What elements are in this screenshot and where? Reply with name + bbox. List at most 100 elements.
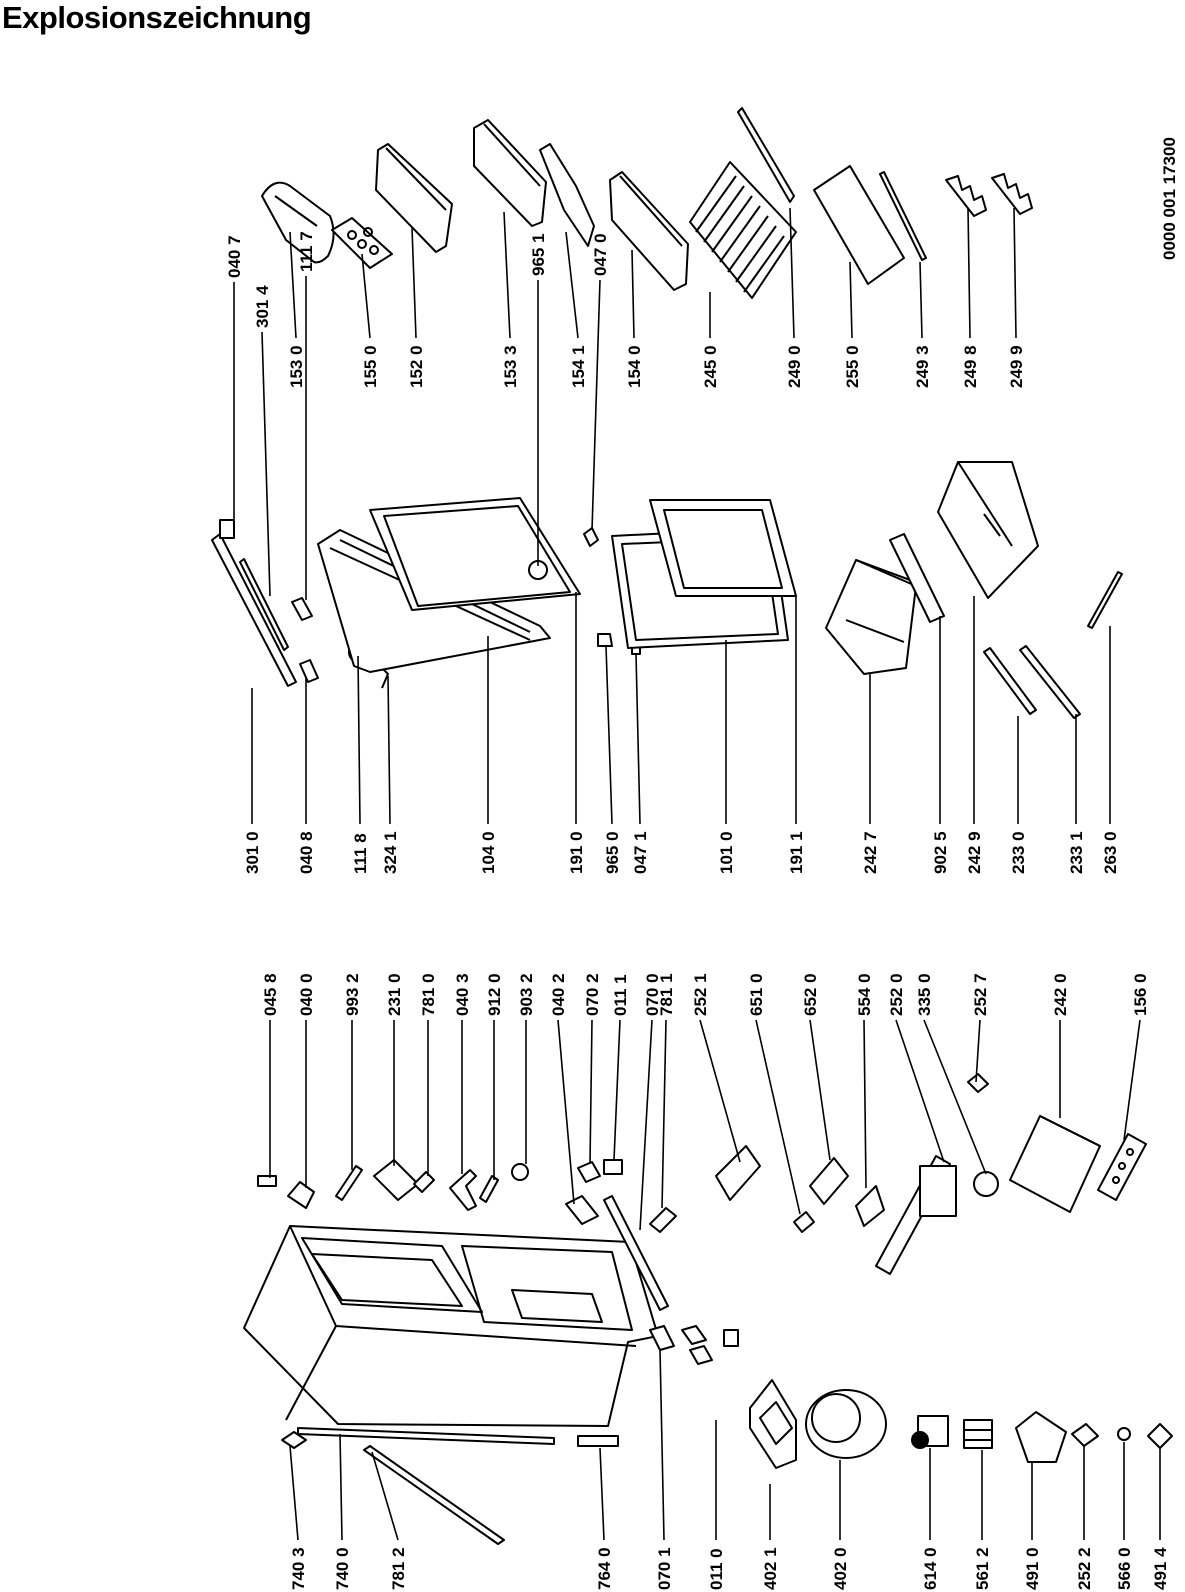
part-label-gasket: 191 1 <box>787 831 806 874</box>
leader-line-shelf-support-right <box>1013 207 1017 339</box>
thermostat-drawing <box>855 1185 885 1227</box>
part-label-screw: 993 2 <box>343 973 362 1016</box>
foot-cover-drawing <box>649 1325 675 1351</box>
part-label-door-stop: 965 1 <box>529 233 548 276</box>
part-label-thermostat: 554 0 <box>855 973 874 1016</box>
part-label-door-panel: 104 0 <box>479 831 498 874</box>
leader-line-thermostat <box>863 1019 867 1189</box>
cabinet-body-drawing <box>243 1225 659 1427</box>
page-title: Explosionszeichnung <box>2 0 312 35</box>
part-label-drier: 764 0 <box>595 1547 614 1590</box>
leader-line-foot-cover <box>659 1349 665 1541</box>
part-label-bottle-shelf: 154 0 <box>625 345 644 388</box>
bolt-drawing <box>413 1171 435 1193</box>
leader-line-egg-tray <box>361 253 371 339</box>
part-label-hinge-cover: 040 7 <box>225 235 244 278</box>
leader-line-foot-bracket <box>589 1019 593 1165</box>
part-label-handle: 301 0 <box>243 831 262 874</box>
part-label-door-gasket: 191 0 <box>567 831 586 874</box>
part-label-cover-cap: 040 8 <box>297 831 316 874</box>
rail-right-drawing <box>1019 645 1081 719</box>
part-label-handle-strip: 301 4 <box>253 285 272 328</box>
leader-line-shelf-rail <box>789 207 795 339</box>
hinge-cover-drawing <box>219 519 235 539</box>
part-label-rail-right: 233 1 <box>1067 831 1086 874</box>
part-label-cover-strip: 263 0 <box>1101 831 1120 874</box>
starter-drawing <box>963 1419 993 1449</box>
leader-line-door-bin <box>411 227 417 339</box>
part-label-lamp: 651 0 <box>747 973 766 1016</box>
clamp-drawing <box>1117 1427 1131 1441</box>
part-label-drip-tray: 402 1 <box>761 1547 780 1590</box>
part-label-foot-cover: 070 1 <box>655 1547 674 1590</box>
part-label-rail-left: 233 0 <box>1009 831 1028 874</box>
leader-line-foot <box>613 1019 621 1161</box>
leader-line-lamp <box>755 1019 801 1215</box>
part-label-vegetable-drawer: 242 9 <box>965 831 984 874</box>
leader-line-control-panel <box>895 1019 945 1163</box>
handle-drawing <box>211 533 297 687</box>
part-label-hinge-pin: 047 0 <box>591 233 610 276</box>
hinge-top-drawing <box>287 1181 315 1209</box>
screw-drawing <box>335 1165 363 1201</box>
drier-drawing <box>577 1435 619 1447</box>
part-label-ice-tray: 156 0 <box>1131 973 1150 1016</box>
part-label-relay: 614 0 <box>921 1547 940 1590</box>
screw-2-drawing <box>479 1175 499 1203</box>
door-bin-curved-drawing <box>261 181 335 264</box>
glass-shelf-drawing <box>813 165 905 285</box>
part-label-foot: 011 1 <box>611 974 630 1016</box>
part-drawings <box>211 107 1173 1545</box>
leader-line-hinge-pin <box>591 279 601 531</box>
leader-line-condenser <box>339 1433 343 1541</box>
door-gasket-drawing <box>369 497 581 611</box>
door-bin-small-drawing <box>473 119 547 227</box>
part-label-control-panel: 252 0 <box>887 973 906 1016</box>
stop-button-drawing <box>597 633 613 647</box>
foot-bracket-drawing <box>577 1161 601 1183</box>
part-label-clamp: 566 0 <box>1115 1547 1134 1590</box>
pin-drawing <box>257 1175 277 1187</box>
part-label-shelf-strip: 249 3 <box>913 345 932 388</box>
ice-tray-drawing <box>1097 1133 1147 1201</box>
part-label-nut: 903 2 <box>517 973 536 1016</box>
freezer-drawer-drawing <box>1009 1115 1101 1213</box>
base-rail-drawing <box>603 1195 669 1311</box>
feet-drawing <box>681 1325 739 1365</box>
shelf-strip-drawing <box>879 171 927 261</box>
part-label-drain-clip: 740 3 <box>289 1547 308 1590</box>
hinge-bottom-drawing <box>565 1195 599 1225</box>
switch-drawing <box>967 1073 989 1093</box>
hinge-middle-drawing <box>449 1169 477 1211</box>
part-label-hinge-bolt: 047 1 <box>631 831 650 874</box>
leader-line-door-bin-curved <box>289 231 297 339</box>
part-label-starter: 561 2 <box>973 1547 992 1590</box>
part-label-capacitor: 252 2 <box>1075 1547 1094 1590</box>
sleeve-drawing <box>649 1207 677 1233</box>
handle-strip-drawing <box>239 558 289 651</box>
lamp-holder-drawing <box>809 1157 849 1205</box>
thermostat-housing-drawing <box>715 1145 761 1201</box>
drip-tray-drawing <box>749 1379 797 1469</box>
leader-lines <box>233 207 1161 1541</box>
leader-line-hinge-bottom <box>557 1019 575 1205</box>
part-label-hinge-top: 040 0 <box>297 973 316 1016</box>
part-label-condenser: 740 0 <box>333 1547 352 1590</box>
part-label-grommet: 491 4 <box>1151 1547 1170 1590</box>
bracket-drawing <box>373 1159 419 1201</box>
part-label-bracket: 231 0 <box>385 973 404 1016</box>
vegetable-drawer-drawing <box>937 461 1039 599</box>
terminal-cover-drawing <box>1015 1411 1067 1463</box>
part-label-lamp-holder: 652 0 <box>801 973 820 1016</box>
control-panel-drawing <box>875 1155 957 1275</box>
leader-line-shelf-strip <box>919 261 923 339</box>
rail-left-drawing <box>983 647 1037 715</box>
part-label-hinge-middle: 040 3 <box>453 973 472 1016</box>
relay-drawing <box>911 1415 949 1449</box>
part-label-door-clip: 111 7 <box>297 231 316 272</box>
part-label-base-rail: 070 0 <box>643 973 662 1016</box>
bottle-holder-drawing <box>539 143 595 247</box>
leader-line-bottle-shelf <box>631 249 635 339</box>
drain-clip-drawing <box>281 1431 307 1449</box>
